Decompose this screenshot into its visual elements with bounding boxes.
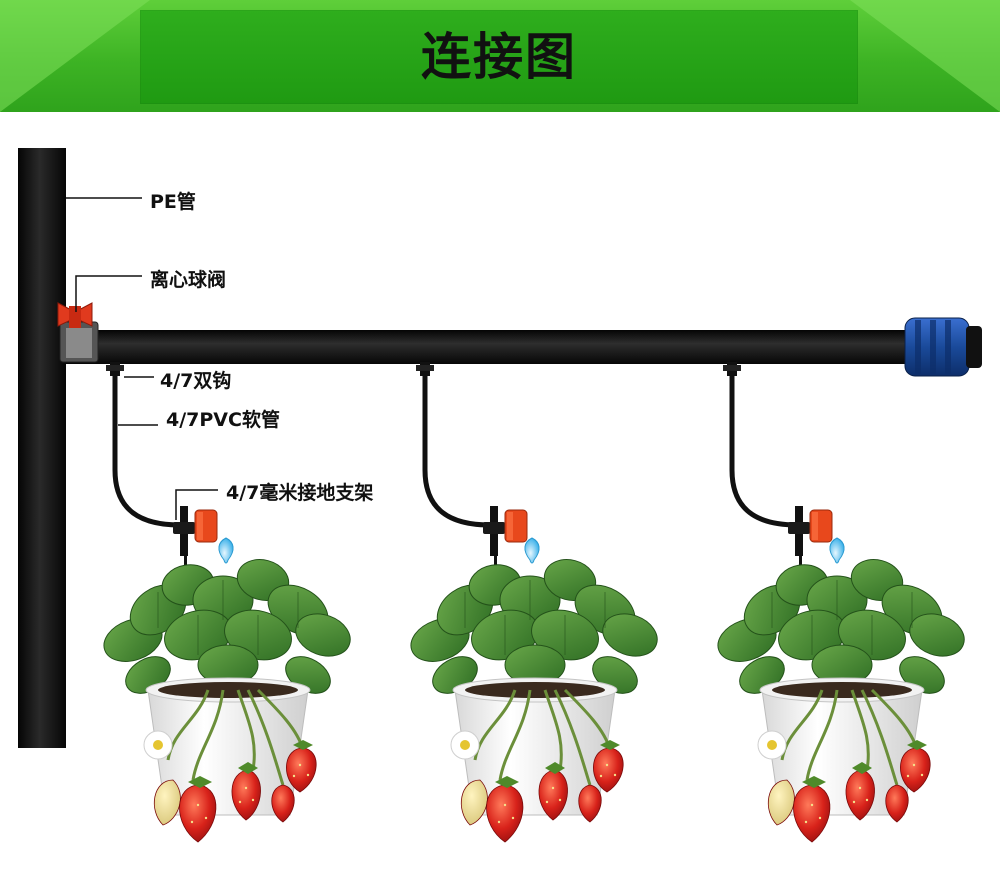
label-ground-stake: 4/7毫米接地支架 xyxy=(226,482,374,504)
strawberry-plant-icon xyxy=(403,552,665,844)
label-double-hook: 4/7双钩 xyxy=(160,370,232,392)
branch-3 xyxy=(710,362,972,844)
end-cap xyxy=(904,317,982,377)
banner-decoration-left xyxy=(0,0,150,112)
vertical-pe-pipe xyxy=(18,148,66,748)
banner-decoration-right xyxy=(850,0,1000,112)
page-title: 连接图 xyxy=(421,28,577,86)
strawberry-plant-icon xyxy=(710,552,972,844)
water-drop-icon xyxy=(829,537,845,564)
label-pvc-hose: 4/7PVC软管 xyxy=(166,409,280,431)
banner-plate xyxy=(140,10,858,104)
strawberry-plant-icon xyxy=(96,552,358,844)
horizontal-pe-pipe xyxy=(66,330,926,364)
leader-lines xyxy=(66,197,218,520)
label-ball-valve: 离心球阀 xyxy=(150,269,227,291)
branch-1 xyxy=(96,362,358,844)
ball-valve-handle xyxy=(57,302,93,328)
title-banner: 连接图 xyxy=(0,0,1000,112)
branch-2 xyxy=(403,362,665,844)
water-drop-icon xyxy=(524,537,540,564)
label-pe-pipe: PE管 xyxy=(150,191,196,213)
water-drop-icon xyxy=(218,537,234,564)
